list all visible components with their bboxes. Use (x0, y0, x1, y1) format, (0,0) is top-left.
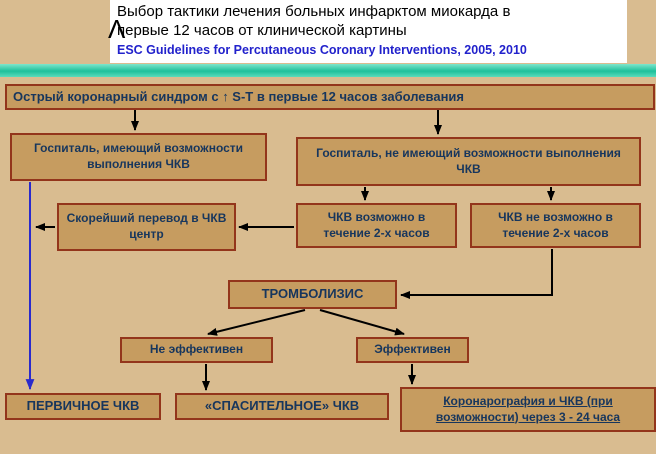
teal-divider-bar (0, 64, 656, 77)
node-acs: Острый коронарный синдром с ↑ S-T в перв… (5, 84, 655, 110)
slide-title-line2: первые 12 часов от клинической картины (117, 22, 407, 39)
node-hospital-with-pci: Госпиталь, имеющий возможности выполнени… (10, 133, 267, 181)
node-angiography-3-24h: Коронарография и ЧКВ (при возможности) ч… (400, 387, 656, 432)
node-primary-pci: ПЕРВИЧНОЕ ЧКВ (5, 393, 161, 420)
title-card: Выбор тактики лечения больных инфарктом … (110, 0, 627, 63)
arrow-thrombolysis-to-effective (319, 309, 405, 336)
node-hospital-without-pci: Госпиталь, не имеющий возможности выполн… (296, 137, 641, 186)
node-pci-possible-2h: ЧКВ возможно в течение 2-х часов (296, 203, 457, 248)
slide-title-line1: Выбор тактики лечения больных инфарктом … (117, 3, 511, 20)
node-rescue-pci: «СПАСИТЕЛЬНОЕ» ЧКВ (175, 393, 389, 420)
node-effective: Эффективен (356, 337, 469, 363)
slide-subtitle: ESC Guidelines for Percutaneous Coronary… (117, 43, 527, 57)
node-transfer-to-pci-center: Скорейший перевод в ЧКВ центр (57, 203, 236, 251)
node-ineffective: Не эффективен (120, 337, 273, 363)
arrow-pci-no-2h-to-thrombolysis (400, 249, 553, 299)
node-thrombolysis: ТРОМБОЛИЗИС (228, 280, 397, 309)
stray-caret-glyph: Λ (108, 14, 126, 44)
arrow-thrombolysis-to-ineffective (207, 309, 306, 336)
node-pci-not-possible-2h: ЧКВ не возможно в течение 2-х часов (470, 203, 641, 248)
